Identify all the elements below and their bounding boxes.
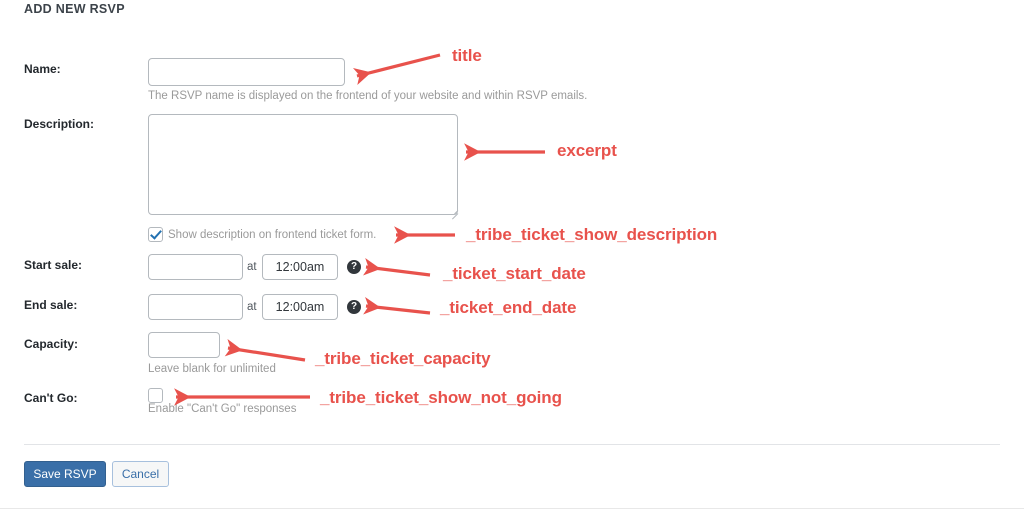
- annotation-show-description: _tribe_ticket_show_description: [466, 225, 718, 244]
- show-description-checkbox-label: Show description on frontend ticket form…: [168, 229, 377, 241]
- end-sale-label: End sale:: [24, 298, 78, 312]
- save-rsvp-button[interactable]: Save RSVP: [24, 461, 106, 487]
- start-sale-time-input[interactable]: [262, 254, 338, 280]
- name-help-text: The RSVP name is displayed on the fronte…: [148, 90, 588, 102]
- page-title: ADD NEW RSVP: [24, 2, 125, 16]
- annotation-excerpt: excerpt: [557, 141, 617, 160]
- start-sale-at-word: at: [247, 261, 257, 273]
- cant-go-label: Can't Go:: [24, 391, 78, 405]
- capacity-help-text: Leave blank for unlimited: [148, 363, 276, 375]
- end-sale-time-input[interactable]: [262, 294, 338, 320]
- annotation-title: title: [452, 46, 482, 65]
- end-sale-date-input[interactable]: [148, 294, 243, 320]
- description-label: Description:: [24, 117, 95, 131]
- capacity-input[interactable]: [148, 332, 220, 358]
- show-description-checkbox[interactable]: [148, 227, 163, 242]
- annotation-show-not-going: _tribe_ticket_show_not_going: [320, 388, 562, 407]
- name-label: Name:: [24, 62, 61, 76]
- annotation-ticket-capacity: _tribe_ticket_capacity: [315, 349, 491, 368]
- description-textarea[interactable]: [148, 114, 458, 215]
- start-sale-date-input[interactable]: [148, 254, 243, 280]
- cant-go-checkbox[interactable]: [148, 388, 163, 403]
- cancel-button[interactable]: Cancel: [112, 461, 169, 487]
- form-divider: [24, 444, 1000, 445]
- name-input[interactable]: [148, 58, 345, 86]
- annotation-ticket-start-date: _ticket_start_date: [443, 264, 586, 283]
- bottom-divider: [0, 508, 1024, 509]
- end-sale-help-icon[interactable]: ?: [347, 300, 361, 314]
- start-sale-help-icon[interactable]: ?: [347, 260, 361, 274]
- annotation-ticket-end-date: _ticket_end_date: [440, 298, 577, 317]
- start-sale-label: Start sale:: [24, 258, 83, 272]
- cant-go-checkbox-label: Enable "Can't Go" responses: [148, 403, 297, 415]
- end-sale-at-word: at: [247, 301, 257, 313]
- capacity-label: Capacity:: [24, 337, 79, 351]
